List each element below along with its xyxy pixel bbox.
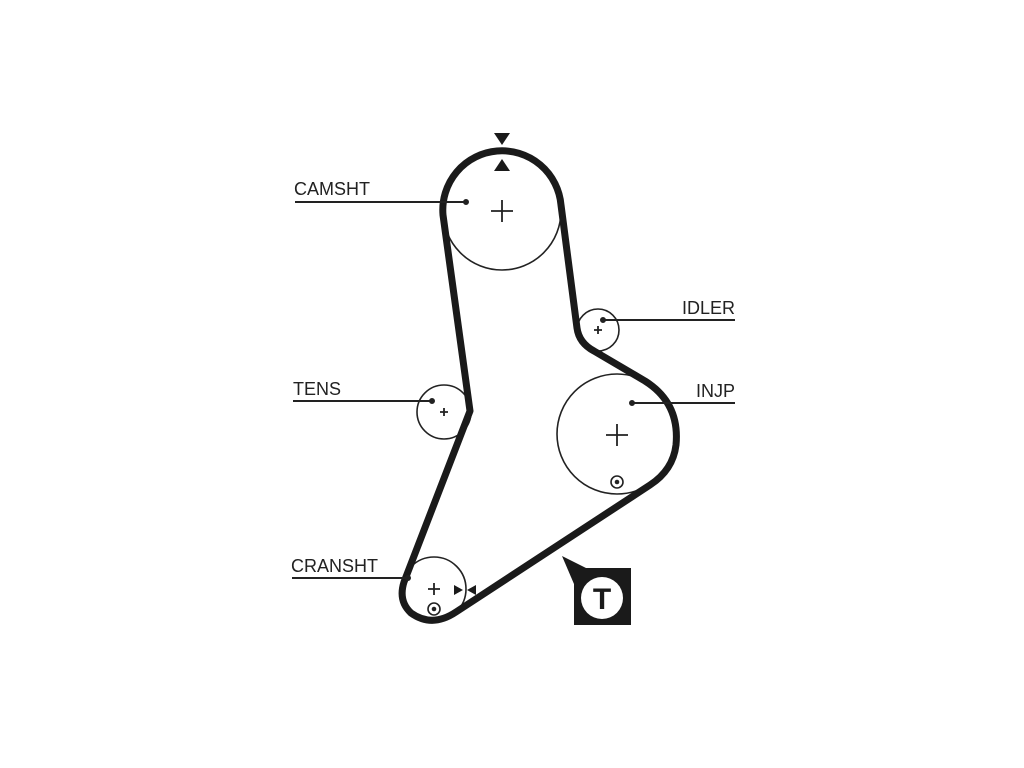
center-marks [428,200,628,595]
camshaft-label: CAMSHT [294,179,370,199]
tension-badge-letter: T [593,583,611,616]
timing-mark-icons [454,133,510,595]
crank-mark-left-arrow-icon [467,585,476,595]
target-mark-icons [427,475,624,616]
crank-mark-right-arrow-icon [454,585,463,595]
injection-pump-label: INJP [696,381,735,401]
tension-badge-icon: T [562,556,631,625]
top-mark-up-arrow-icon [494,159,510,171]
crankshaft-label: CRANSHT [291,556,378,576]
tensioner-label: TENS [293,379,341,399]
top-mark-down-arrow-icon [494,133,510,145]
idler-label: IDLER [682,298,735,318]
timing-belt [398,147,680,624]
